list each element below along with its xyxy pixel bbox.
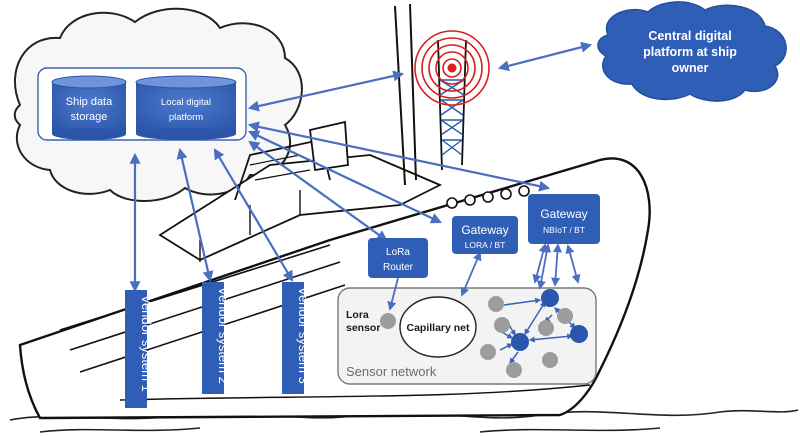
lora-router-label: Router [383, 262, 414, 273]
vendor-system-3: Vendor system 3 [282, 282, 311, 394]
gateway-subtitle: LORA / BT [465, 240, 506, 250]
connection-arrows [129, 41, 593, 293]
gateway-lora-bt [452, 216, 518, 254]
lora-router-label: LoRa [386, 247, 410, 258]
gateway-title: Gateway [540, 207, 587, 221]
lora-sensor-node [380, 313, 396, 329]
central-platform-label: Central digital [648, 29, 731, 43]
central-platform-cloud [597, 1, 787, 102]
gateway-nbiot-bt [528, 194, 600, 244]
gateway-title: Gateway [461, 223, 508, 237]
ship-data-storage-label: Ship data [66, 96, 113, 108]
capillary-net [399, 296, 477, 358]
antenna-signal-icon [414, 30, 490, 106]
capillary-net-label: Capillary net [406, 322, 470, 334]
sensor-network-label: Sensor network [346, 364, 437, 379]
vendor-system-label: Vendor system 3 [296, 287, 311, 384]
ship-data-storage-label: storage [71, 111, 108, 123]
lora-router [368, 238, 428, 278]
sensor-nodes [480, 289, 588, 378]
lora-sensor-label: sensor [346, 322, 380, 334]
vendor-system-2: Vendor system 2 [202, 282, 231, 394]
vendor-system-label: Vendor system 2 [216, 287, 231, 384]
gateway-mesh-arrows [387, 243, 581, 311]
ship-data-storage-icon [51, 75, 127, 140]
local-digital-platform-label: Local digital [161, 97, 211, 108]
local-digital-platform-icon [135, 75, 237, 140]
gateway-subtitle: NBIoT / BT [543, 225, 585, 235]
central-platform-label: platform at ship [643, 45, 737, 59]
central-platform-label: owner [672, 61, 709, 75]
lora-sensor-label: Lora [346, 309, 369, 321]
vendor-system-label: Vendor system 1 [139, 295, 154, 392]
vendor-system-1: Vendor system 1 [125, 290, 154, 408]
local-digital-platform-label: platform [169, 112, 203, 123]
antenna-icon [447, 63, 457, 73]
